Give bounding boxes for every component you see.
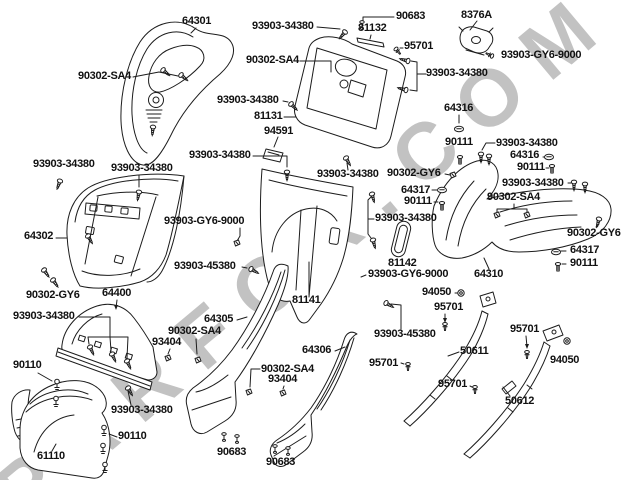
part-81142-rubber [390, 220, 412, 258]
part-label-90302-sa4: 90302-SA4 [261, 363, 314, 375]
part-label-93903-34380: 93903-34380 [252, 20, 314, 32]
part-64306-side-cover [269, 331, 358, 467]
part-label-90683: 90683 [217, 446, 247, 458]
screw-washer-icon [442, 322, 448, 331]
rivet-icon [221, 432, 227, 442]
part-label-64316: 64316 [444, 102, 474, 114]
part-label-94050: 94050 [550, 354, 580, 366]
part-8376a-bracket [458, 26, 494, 54]
clip-icon [233, 239, 241, 247]
nut-icon [563, 337, 571, 345]
screw-washer-icon [524, 350, 530, 359]
part-label-93903-45380: 93903-45380 [374, 328, 436, 340]
part-label-93903-gy6-9000: 93903-GY6-9000 [164, 215, 245, 227]
part-label-64316: 64316 [510, 149, 540, 161]
part-label-93903-34380: 93903-34380 [111, 404, 173, 416]
part-label-64301: 64301 [182, 15, 212, 27]
part-label-90111: 90111 [517, 161, 545, 173]
grommet-icon [437, 186, 447, 194]
screw-washer-icon [472, 385, 478, 394]
part-label-93903-34380: 93903-34380 [502, 177, 564, 189]
part-label-95701: 95701 [510, 323, 540, 335]
part-label-93903-34380: 93903-34380 [217, 94, 279, 106]
part-label-93903-45380: 93903-45380 [174, 260, 236, 272]
part-label-8376a: 8376A [461, 9, 492, 21]
screw-icon [53, 177, 64, 191]
part-label-61110: 61110 [37, 450, 65, 462]
part-label-90302-sa4: 90302-SA4 [78, 70, 131, 82]
part-label-94050: 94050 [422, 286, 452, 298]
part-label-90302-sa4: 90302-SA4 [246, 54, 299, 66]
part-label-50611: 50611 [460, 345, 489, 357]
part-50611-step-bar [403, 291, 497, 427]
part-label-93903-gy6-9000: 93903-GY6-9000 [368, 268, 449, 280]
part-label-93903-34380: 93903-34380 [375, 212, 437, 224]
part-label-81141: 81141 [292, 294, 321, 306]
screw-icon [49, 276, 61, 290]
part-label-93903-34380: 93903-34380 [496, 137, 558, 149]
screw-icon [382, 299, 396, 311]
rivet-icon [234, 434, 240, 444]
part-label-90302-sa4: 90302-SA4 [168, 325, 221, 337]
part-label-93903-34380: 93903-34380 [13, 310, 75, 322]
part-label-90111: 90111 [445, 136, 473, 148]
part-label-64305: 64305 [204, 313, 234, 325]
part-label-90110: 90110 [118, 430, 147, 442]
part-label-95701: 95701 [438, 378, 468, 390]
part-label-90683: 90683 [266, 456, 296, 468]
leader-lines [37, 16, 600, 452]
grommet-icon [454, 125, 464, 133]
grommet-icon [551, 248, 561, 256]
clip-icon [245, 388, 253, 396]
part-label-64302: 64302 [24, 230, 54, 242]
part-label-64317: 64317 [570, 244, 600, 256]
part-label-95701: 95701 [434, 301, 464, 313]
part-label-93903-34380: 93903-34380 [317, 168, 379, 180]
part-label-93903-34380: 93903-34380 [33, 158, 95, 170]
part-label-90302-gy6: 90302-GY6 [26, 289, 80, 301]
part-label-93903-34380: 93903-34380 [111, 162, 173, 174]
part-label-81132: 81132 [358, 22, 387, 34]
part-label-90302-sa4: 90302-SA4 [487, 191, 540, 203]
bolt-icon [548, 164, 556, 174]
nut-icon [457, 289, 465, 297]
part-61110-front-fender [11, 380, 111, 479]
screw-washer-icon [405, 362, 411, 371]
part-label-90110: 90110 [13, 359, 42, 371]
part-label-95701: 95701 [369, 357, 399, 369]
part-label-93404: 93404 [152, 336, 182, 348]
part-label-90111: 90111 [570, 257, 598, 269]
part-label-64310: 64310 [474, 268, 504, 280]
part-81132-stay [356, 37, 385, 48]
part-label-90302-gy6: 90302-GY6 [567, 227, 621, 239]
bolt-icon [554, 262, 562, 272]
clip-icon [279, 389, 287, 397]
part-64305-side-cover [185, 263, 289, 435]
part-81131-inner-panel [294, 36, 407, 149]
part-label-81142: 81142 [388, 257, 417, 269]
part-label-93903-34380: 93903-34380 [189, 149, 251, 161]
part-label-93903-gy6-9000: 93903-GY6-9000 [501, 49, 582, 61]
part-label-95701: 95701 [404, 40, 434, 52]
part-label-81131: 81131 [254, 110, 283, 122]
part-label-93903-34380: 93903-34380 [426, 67, 488, 79]
part-64301-front-top-cover [120, 21, 234, 166]
grommet-icon [544, 153, 554, 161]
screw-icon [40, 266, 52, 280]
part-label-64306: 64306 [302, 344, 332, 356]
part-label-90111: 90111 [404, 195, 432, 207]
part-label-90302-gy6: 90302-GY6 [387, 167, 441, 179]
part-label-90683: 90683 [396, 10, 426, 22]
part-label-93404: 93404 [268, 373, 298, 385]
part-label-64400: 64400 [102, 287, 132, 299]
part-64302-front-cover [66, 173, 185, 289]
part-label-94591: 94591 [264, 125, 294, 137]
part-label-50612: 50612 [505, 395, 535, 407]
part-label-64317: 64317 [401, 184, 431, 196]
